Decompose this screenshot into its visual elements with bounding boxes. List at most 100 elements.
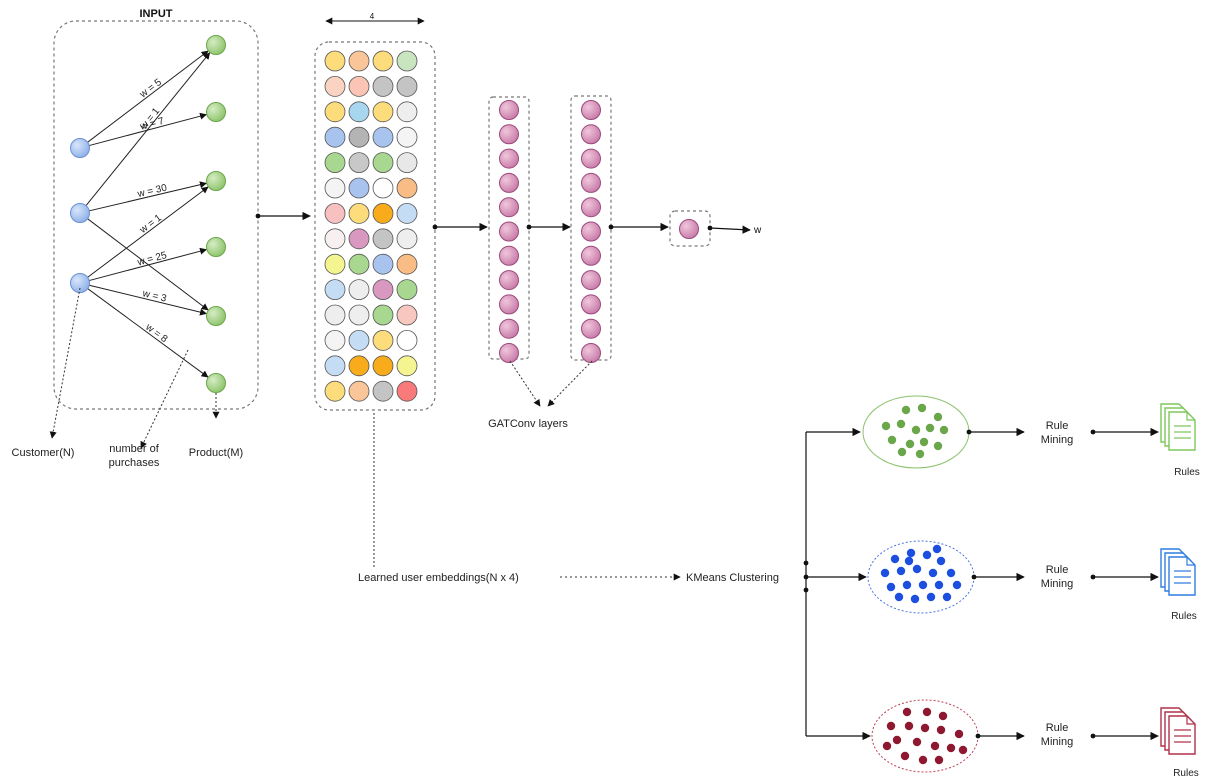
kmeans-label: KMeans Clustering — [686, 572, 779, 584]
embedding-cell — [396, 279, 418, 301]
embedding-cell — [324, 152, 346, 174]
cluster-point — [880, 568, 890, 578]
gat1-label-pointer — [509, 360, 541, 407]
cluster-point — [896, 566, 906, 576]
embedding-cell — [348, 202, 370, 224]
input-nodes — [70, 35, 226, 393]
rules-2-label: Rules — [1171, 611, 1197, 622]
purchase-edge — [86, 218, 209, 311]
embedding-cell — [324, 355, 346, 377]
embedding-cell — [396, 202, 418, 224]
embedding-cell — [324, 228, 346, 250]
input-title: INPUT — [140, 8, 173, 20]
cluster-point — [952, 580, 962, 590]
embedding-cell — [348, 253, 370, 275]
product-node — [206, 306, 226, 326]
embedding-cell — [372, 50, 394, 72]
gat2-label-pointer — [547, 360, 593, 407]
rule-mining-1-line1: Rule — [1046, 420, 1069, 432]
embedding-cell — [348, 304, 370, 326]
embedding-cell — [372, 253, 394, 275]
document-fold — [1186, 716, 1195, 725]
gat-node — [499, 148, 519, 169]
customer-node — [70, 273, 90, 293]
customer-label: Customer(N) — [12, 447, 75, 459]
embedding-cell — [372, 228, 394, 250]
gat-node — [499, 318, 519, 339]
edge-weight-label: w = 1 — [137, 212, 164, 236]
embedding-cell — [396, 152, 418, 174]
purchases-pointer — [140, 349, 189, 449]
gat-node — [499, 294, 519, 315]
input-section: INPUT w = 5w = 7w = 1w = 30w = 1w = 25w … — [12, 8, 259, 469]
embedding-cell — [372, 152, 394, 174]
matrix-width-label: 4 — [370, 12, 375, 21]
gat-node — [581, 318, 601, 339]
embedding-cell — [372, 101, 394, 123]
product-node — [206, 35, 226, 55]
matrix-box — [314, 41, 436, 411]
embedding-cell — [372, 177, 394, 199]
cluster-point — [925, 423, 935, 433]
cluster-point — [886, 721, 896, 731]
embedding-cell — [396, 329, 418, 351]
output-arrow — [707, 225, 751, 234]
customer-pointer — [49, 287, 81, 439]
document-page — [1168, 411, 1196, 451]
cluster-point — [904, 721, 914, 731]
cluster-point — [910, 594, 920, 604]
edge-weight-label: w = 3 — [140, 288, 167, 305]
gat-node — [581, 270, 601, 291]
matrix-cells — [324, 50, 418, 402]
cluster-2-points — [880, 544, 962, 604]
cluster-point — [901, 405, 911, 415]
gat-node — [499, 197, 519, 218]
rules-2-document-icon — [1160, 548, 1196, 596]
embedding-cell — [396, 380, 418, 402]
embedding-cell — [348, 329, 370, 351]
purchase-edge — [86, 287, 209, 378]
cluster-point — [928, 568, 938, 578]
cluster-point — [934, 580, 944, 590]
embedding-cell — [396, 177, 418, 199]
output-label: w — [753, 225, 762, 236]
cluster-point — [900, 751, 910, 761]
embedding-cell — [396, 76, 418, 97]
embedding-cell — [324, 304, 346, 326]
rule-mining-3-line2: Mining — [1041, 736, 1073, 748]
purchases-label-line1: number of — [109, 443, 159, 455]
embedding-cell — [348, 152, 370, 174]
embedding-cell — [324, 76, 346, 97]
gat-node — [581, 245, 601, 266]
gat-node — [581, 197, 601, 218]
embedding-cell — [348, 279, 370, 301]
cluster-point — [887, 435, 897, 445]
gat-node — [499, 343, 519, 363]
cluster-point — [917, 403, 927, 413]
cluster-point — [912, 737, 922, 747]
rule-mining-2-line2: Mining — [1041, 578, 1073, 590]
gat-node — [581, 343, 601, 363]
embeddings-label: Learned user embeddings(N x 4) — [358, 572, 519, 584]
product-node — [206, 237, 226, 257]
customer-node — [70, 203, 90, 223]
embedding-cell — [348, 355, 370, 377]
cluster-1-points — [881, 403, 949, 459]
cluster-point — [933, 412, 943, 422]
gat-node — [581, 172, 601, 193]
cluster-point — [915, 449, 925, 459]
embedding-cell — [396, 304, 418, 326]
cluster-branches — [803, 427, 871, 741]
embedding-cell — [372, 304, 394, 326]
cluster-point — [922, 707, 932, 717]
cluster-point — [912, 564, 922, 574]
embedding-cell — [348, 380, 370, 402]
cluster-point — [897, 447, 907, 457]
embedding-cell — [372, 380, 394, 402]
cluster-point — [934, 755, 944, 765]
embedding-cell — [324, 329, 346, 351]
embedding-cell — [372, 355, 394, 377]
cluster-row-1: Rule Mining Rules — [862, 395, 1200, 478]
cluster-point — [881, 421, 891, 431]
